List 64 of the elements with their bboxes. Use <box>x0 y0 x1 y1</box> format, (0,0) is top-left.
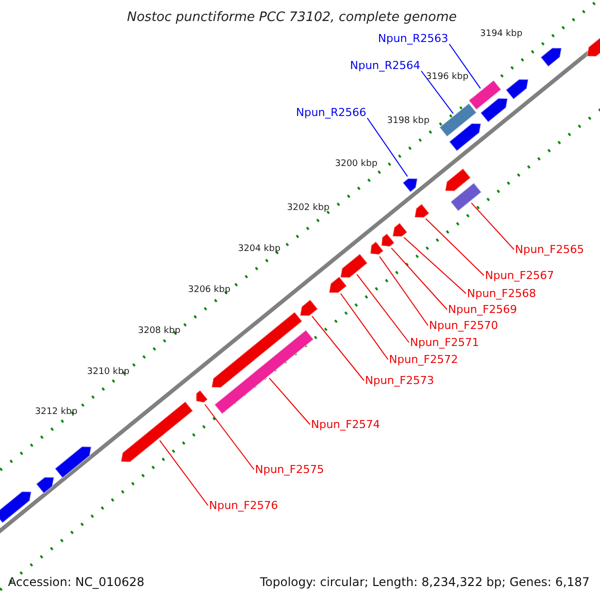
gene-block <box>438 102 478 138</box>
leader-line <box>356 274 410 343</box>
gene-label: Npun_F2570 <box>429 320 498 331</box>
gene-block <box>540 47 562 68</box>
gene-block <box>505 78 529 100</box>
gene-label: Npun_R2564 <box>350 60 420 71</box>
leader-line <box>366 118 408 177</box>
gene-label: Npun_F2571 <box>410 337 479 348</box>
gene-block <box>340 253 368 278</box>
gene-block <box>448 122 482 152</box>
gene-block <box>392 222 408 238</box>
gene-block <box>120 400 194 463</box>
leader-line <box>340 293 388 360</box>
tick-label: 3202 kbp <box>287 204 330 213</box>
gene-block <box>214 329 314 415</box>
gene-block <box>0 491 32 524</box>
tick-label: 3200 kbp <box>335 160 378 169</box>
tick-label: 3196 kbp <box>426 73 468 82</box>
gene-label: Npun_F2576 <box>209 500 278 511</box>
gene-block <box>328 276 348 294</box>
leader-line <box>390 247 448 310</box>
tick-label: 3210 kbp <box>87 368 130 377</box>
gene-block <box>370 240 384 256</box>
leader-line <box>425 218 484 276</box>
gene-label: Npun_F2567 <box>485 270 554 281</box>
leader-line <box>420 70 454 114</box>
gene-label: Npun_F2569 <box>448 304 517 315</box>
footer-text: Accession: NC_010628 <box>8 576 144 588</box>
gene-block <box>414 203 430 218</box>
tick-label: 3206 kbp <box>188 286 230 295</box>
leader-line <box>159 440 208 506</box>
leader-line <box>470 202 514 250</box>
gene-label: Npun_F2574 <box>311 419 380 430</box>
gene-block <box>450 182 482 212</box>
tick-label: 3208 kbp <box>138 327 180 336</box>
leader-line <box>448 44 481 89</box>
gene-label: Npun_R2566 <box>296 107 366 118</box>
gene-label: Npun_F2575 <box>255 464 324 475</box>
tick-label: 3194 kbp <box>480 30 522 39</box>
gene-block <box>380 232 396 248</box>
leader-line <box>312 316 364 381</box>
tick-label: 3198 kbp <box>387 117 430 126</box>
gene-label: Npun_F2572 <box>389 354 458 365</box>
gene-block <box>196 389 208 404</box>
footer-text: Topology: circular; Length: 8,234,322 bp; Genes: 6,187 <box>260 576 590 588</box>
leader-line <box>268 378 310 425</box>
title: Nostoc punctiforme PCC 73102, complete genome <box>127 11 457 24</box>
tick-label: 3204 kbp <box>238 245 280 254</box>
gene-block <box>54 446 92 479</box>
gene-block <box>36 476 55 494</box>
gene-block <box>480 98 508 123</box>
gene-label: Npun_R2563 <box>378 33 448 44</box>
leader-line <box>379 256 428 326</box>
gene-block <box>211 311 303 388</box>
gene-label: Npun_F2568 <box>467 288 536 299</box>
leader-line <box>403 236 466 294</box>
gene-label: Npun_F2565 <box>515 244 584 255</box>
gene-block <box>299 298 318 316</box>
gene-block <box>444 168 472 192</box>
gene-label: Npun_F2573 <box>365 375 434 386</box>
gene-block <box>402 178 418 193</box>
gene-block <box>468 80 502 110</box>
tick-label: 3212 kbp <box>35 408 78 417</box>
leader-line <box>204 404 254 470</box>
